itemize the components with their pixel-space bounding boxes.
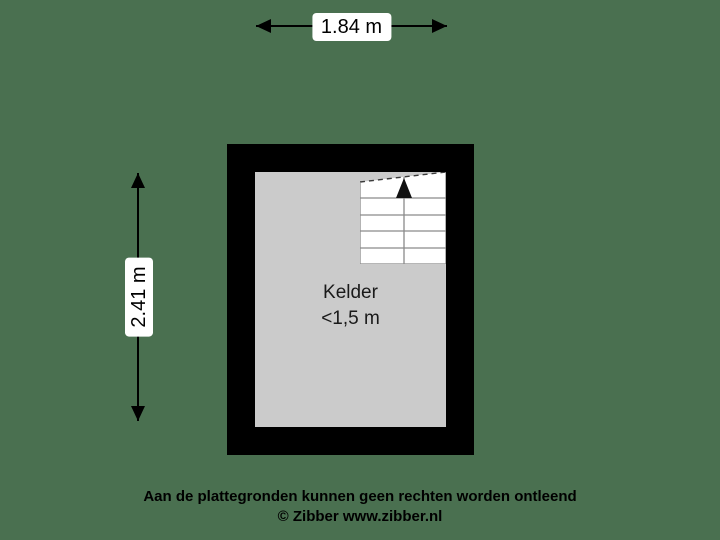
staircase [360,172,446,264]
room-height-label: <1,5 m [321,308,380,329]
width-arrow-left-icon [256,19,271,33]
room-name-label: Kelder [323,282,378,303]
width-dimension-label: 1.84 m [311,13,392,41]
stairs-up-arrow-icon [396,178,412,198]
width-dimension: 1.84 m [256,13,447,41]
height-arrow-top-icon [131,173,145,188]
footer: Aan de plattegronden kunnen geen rechten… [0,487,720,527]
height-dimension-label: 2.41 m [125,257,153,337]
width-arrow-right-icon [432,19,447,33]
footer-credit: © Zibber www.zibber.nl [277,508,443,525]
height-arrow-bottom-icon [131,406,145,421]
exterior-wall: Kelder <1,5 m [227,144,474,455]
height-dimension: 2.41 m [125,173,153,421]
footer-disclaimer: Aan de plattegronden kunnen geen rechten… [143,488,577,505]
room-floor-kelder: Kelder <1,5 m [255,172,446,427]
